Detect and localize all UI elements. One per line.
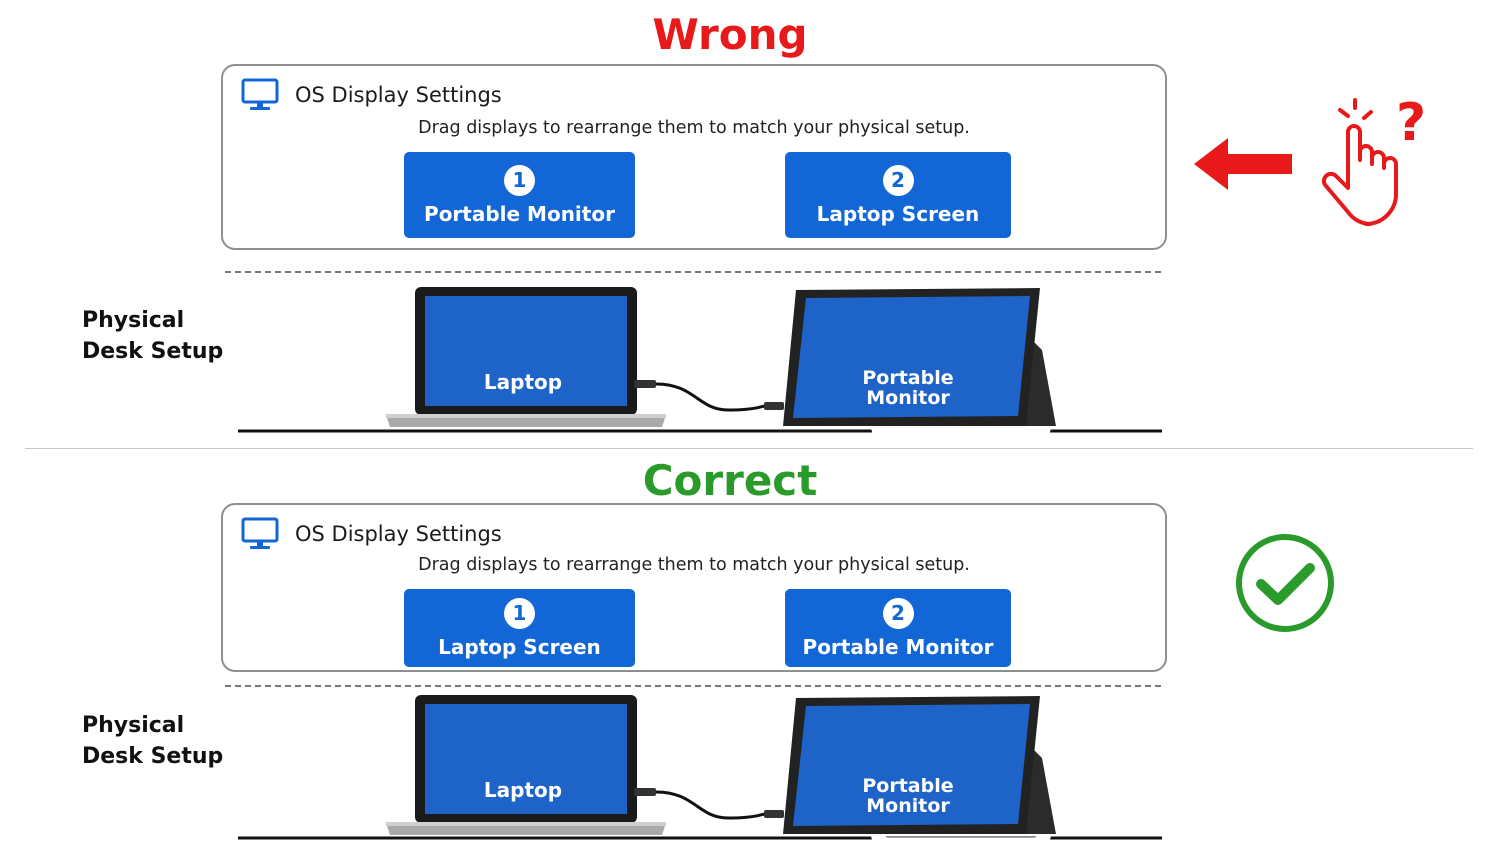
desk-label-line1: Physical <box>82 713 185 738</box>
panel-title: OS Display Settings <box>295 522 502 546</box>
panel-header: OS Display Settings <box>241 78 502 112</box>
section-dashed-separator <box>225 271 1161 273</box>
laptop-label: Laptop <box>484 370 562 394</box>
os-display-settings-panel-wrong: OS Display Settings Drag displays to rea… <box>221 64 1167 250</box>
desk-label-line1: Physical <box>82 308 185 333</box>
check-circle-icon <box>1236 534 1334 632</box>
section-dashed-separator <box>225 685 1161 687</box>
usb-cable <box>634 788 784 820</box>
panel-title: OS Display Settings <box>295 83 502 107</box>
desk-label: Physical Desk Setup <box>82 710 223 772</box>
monitor-icon <box>241 517 279 551</box>
desk-label-line2: Desk Setup <box>82 339 224 364</box>
display-label: Portable Monitor <box>802 634 994 659</box>
monitor-label-line1: Portable <box>862 775 953 797</box>
display-number-badge: 1 <box>504 164 535 196</box>
panel-subtitle: Drag displays to rearrange them to match… <box>418 118 970 138</box>
laptop-label: Laptop <box>484 778 562 802</box>
display-tile-1[interactable]: 1 Laptop Screen <box>404 589 635 667</box>
usb-cable <box>634 380 784 412</box>
monitor-label-line2: Monitor <box>866 387 950 409</box>
display-label: Laptop Screen <box>438 634 601 659</box>
panel-header: OS Display Settings <box>241 517 502 551</box>
display-tile-2[interactable]: 2 Laptop Screen <box>785 152 1011 238</box>
laptop: Laptop <box>386 287 666 427</box>
display-number-badge: 2 <box>882 597 914 629</box>
laptop: Laptop <box>386 695 666 835</box>
desk-label-line2: Desk Setup <box>82 744 224 769</box>
display-tile-1[interactable]: 1 Portable Monitor <box>404 152 635 238</box>
svg-text:?: ? <box>1396 93 1426 153</box>
os-display-settings-panel-correct: OS Display Settings Drag displays to rea… <box>221 503 1167 672</box>
monitor-label-line1: Portable <box>862 367 953 389</box>
portable-monitor: Portable Monitor <box>783 288 1056 426</box>
panel-subtitle: Drag displays to rearrange them to match… <box>418 555 970 575</box>
wrong-title: Wrong <box>652 10 808 59</box>
portable-monitor: Portable Monitor <box>783 696 1056 834</box>
desk-scene-correct: Laptop Portable Monitor <box>230 688 1170 848</box>
monitor-icon <box>241 78 279 112</box>
desk-label: Physical Desk Setup <box>82 305 223 367</box>
display-number-badge: 1 <box>504 597 535 629</box>
confused-tap-hand-icon: ? <box>1321 93 1426 226</box>
correct-title: Correct <box>642 456 818 505</box>
display-number-badge: 2 <box>882 164 914 196</box>
display-tile-2[interactable]: 2 Portable Monitor <box>785 589 1011 667</box>
monitor-label-line2: Monitor <box>866 795 950 817</box>
desk-scene-wrong: Laptop Portable Monitor <box>230 280 1170 440</box>
display-label: Portable Monitor <box>424 201 615 226</box>
sections-divider <box>25 448 1473 449</box>
left-arrow-icon <box>1194 138 1292 190</box>
display-label: Laptop Screen <box>816 201 980 226</box>
